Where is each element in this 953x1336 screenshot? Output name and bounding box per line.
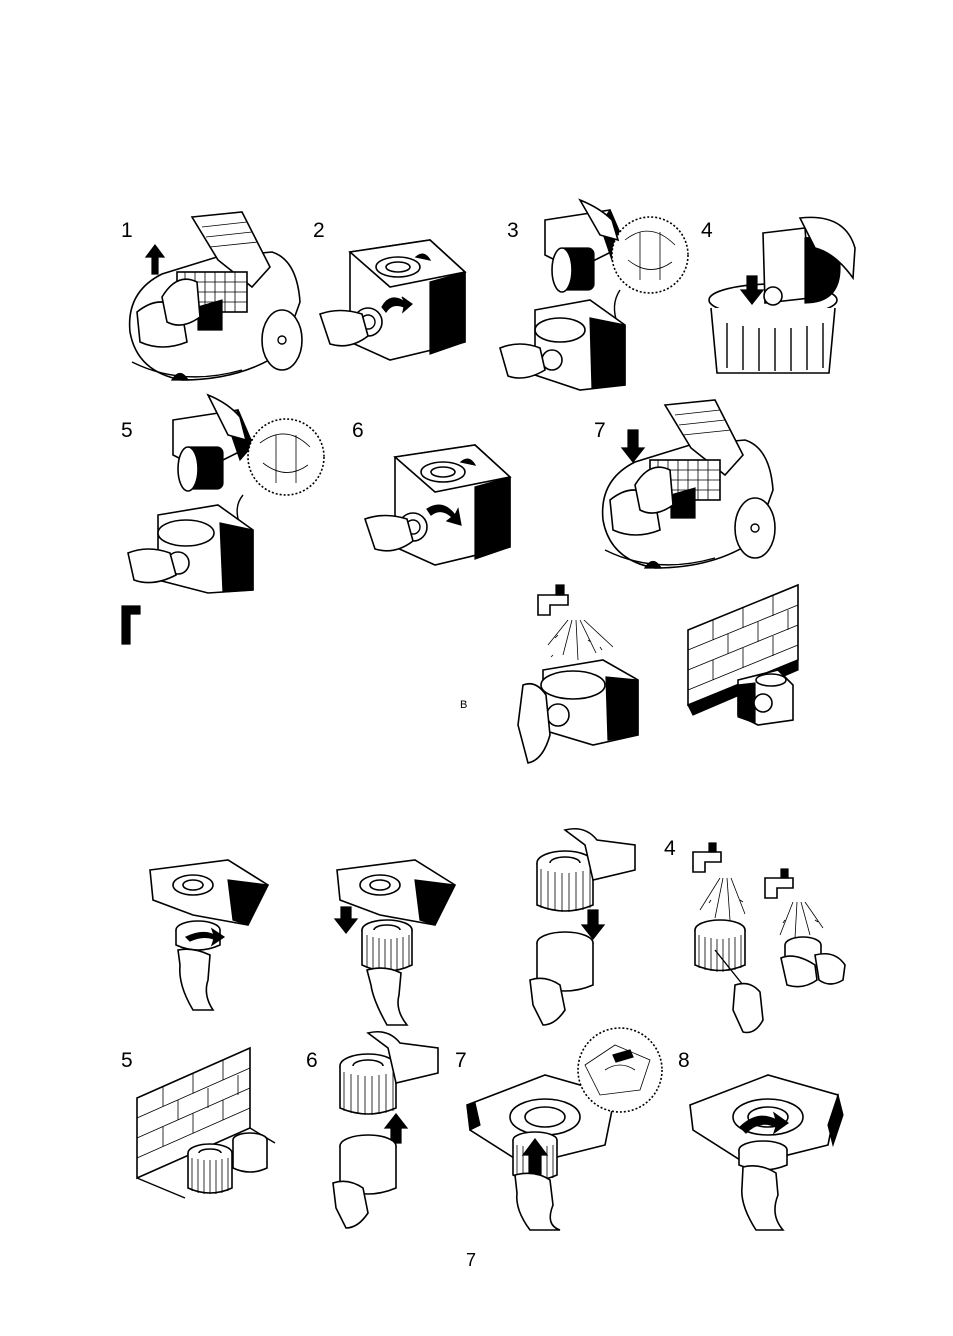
page-number: 7 <box>466 1250 476 1271</box>
arrow-up-icon <box>146 245 164 274</box>
step-number-a6: 6 <box>352 420 364 441</box>
illustration-a1-vacuum-open <box>122 212 307 387</box>
arrow-down-icon <box>335 907 357 933</box>
filter-icon <box>340 1054 396 1115</box>
illustration-a3-remove-filter <box>500 200 695 390</box>
illustration-b5-dry-filter <box>135 1048 275 1198</box>
illustration-b3-remove-cover <box>525 825 650 1025</box>
step-number-b5: 5 <box>121 1050 133 1071</box>
water-tap-icon <box>538 585 568 615</box>
step-number-b6: 6 <box>306 1050 318 1071</box>
illustration-a-wash-container <box>518 585 648 765</box>
illustration-a7-vacuum-close <box>595 400 780 575</box>
illustration-b6-reattach-cover <box>330 1028 445 1228</box>
filter-icon <box>362 920 412 971</box>
illustration-a5-insert-filter <box>128 395 328 595</box>
illustration-b1-unscrew-filter <box>148 855 273 1010</box>
illustration-a4-empty-bin <box>705 218 860 373</box>
filter-icon <box>695 920 745 972</box>
water-tap-icon <box>693 843 721 872</box>
illustration-b7-insert-filter <box>465 1025 665 1230</box>
filter-icon <box>537 851 593 912</box>
illustration-a-dry-container <box>683 585 803 725</box>
label-b: B <box>460 700 467 711</box>
arrow-down-icon <box>622 430 644 462</box>
illustration-a2-container-unlock <box>320 232 470 362</box>
illustration-b2-remove-filter <box>335 855 460 1025</box>
corner-mark-icon <box>122 606 142 644</box>
filter-icon <box>188 1144 232 1194</box>
illustration-a6-container-lock <box>365 437 515 567</box>
illustration-b4-wash-filter <box>685 840 855 1035</box>
water-tap-icon <box>765 869 793 898</box>
illustration-b8-lock-filter <box>688 1055 848 1230</box>
step-number-b4: 4 <box>664 838 676 859</box>
